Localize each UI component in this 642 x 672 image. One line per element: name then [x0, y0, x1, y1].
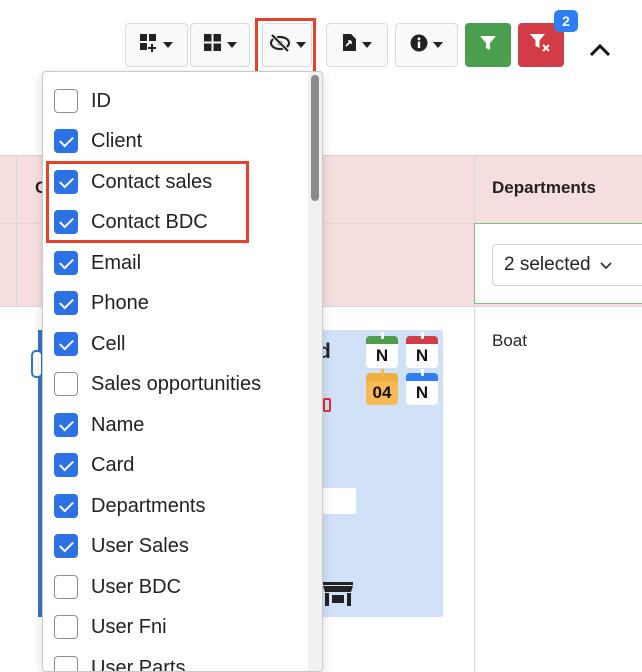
caret-down-icon — [295, 42, 306, 48]
departments-filter-select[interactable]: 2 selected — [492, 244, 642, 286]
column-option-user-parts[interactable]: User Parts — [54, 649, 309, 672]
view-select-button[interactable] — [190, 23, 250, 67]
calendar-icon[interactable]: N — [406, 369, 438, 405]
caret-down-icon — [163, 42, 173, 48]
calendar-label: N — [415, 346, 429, 365]
column-option-card[interactable]: Card — [54, 446, 309, 484]
column-divider — [474, 155, 475, 223]
info-circle-icon — [410, 34, 428, 57]
column-option-contact-sales[interactable]: Contact sales — [54, 163, 309, 201]
calendar-icon[interactable]: 04 — [366, 369, 398, 405]
departments-filter-value: 2 selected — [504, 254, 591, 275]
column-option-label: User BDC — [91, 575, 182, 598]
column-option-name[interactable]: Name — [54, 406, 309, 444]
column-divider — [16, 155, 17, 307]
column-option-user-fni[interactable]: User Fni — [54, 608, 309, 646]
chevron-down-icon — [599, 257, 612, 273]
caret-down-icon — [433, 42, 443, 48]
filter-button[interactable] — [465, 23, 511, 67]
checkbox[interactable] — [54, 251, 78, 275]
menu-scrollbar-thumb[interactable] — [311, 75, 319, 201]
column-option-email[interactable]: Email — [54, 244, 309, 282]
column-option-label: User Fni — [91, 615, 167, 638]
checkbox[interactable] — [54, 89, 78, 113]
column-option-contact-bdc[interactable]: Contact BDC — [54, 203, 309, 241]
filter-icon — [480, 35, 496, 56]
column-option-label: Email — [91, 251, 142, 274]
column-option-label: Contact BDC — [91, 210, 208, 233]
checkbox[interactable] — [54, 413, 78, 437]
file-export-icon — [342, 33, 357, 57]
add-view-button[interactable] — [125, 23, 188, 67]
checkbox[interactable] — [54, 494, 78, 518]
column-option-label: Phone — [91, 291, 149, 314]
column-divider — [474, 307, 475, 672]
checkbox[interactable] — [54, 615, 78, 639]
column-header-departments[interactable]: Departments — [492, 178, 596, 197]
column-option-id[interactable]: ID — [54, 82, 309, 120]
column-option-phone[interactable]: Phone — [54, 284, 309, 322]
active-filter-count-badge: 2 — [554, 10, 578, 32]
collapse-toolbar-button[interactable] — [588, 38, 612, 62]
grid-add-icon — [140, 33, 158, 57]
column-option-label: ID — [91, 89, 111, 112]
calendar-label: N — [375, 346, 389, 365]
column-option-label: Contact sales — [91, 170, 213, 193]
checkbox[interactable] — [54, 575, 78, 599]
chevron-up-icon — [588, 43, 612, 66]
eye-slash-icon — [269, 33, 291, 57]
checkbox[interactable] — [54, 210, 78, 234]
phone-icon — [323, 398, 331, 412]
column-option-client[interactable]: Client — [54, 122, 309, 160]
column-option-departments[interactable]: Departments — [54, 487, 309, 525]
checkbox[interactable] — [54, 332, 78, 356]
column-option-label: User Sales — [91, 534, 189, 557]
department-cell: Boat — [492, 331, 527, 350]
calendar-icon[interactable]: N — [366, 332, 398, 368]
row-accent-bar — [38, 330, 44, 617]
info-button[interactable] — [395, 23, 458, 67]
caret-down-icon — [362, 42, 372, 48]
calendar-label: 04 — [372, 383, 392, 402]
checkbox[interactable] — [54, 291, 78, 315]
checkbox[interactable] — [54, 656, 78, 671]
checkbox[interactable] — [54, 534, 78, 558]
filter-clear-icon — [530, 33, 552, 58]
column-option-user-sales[interactable]: User Sales — [54, 527, 309, 565]
grid-icon — [203, 33, 222, 57]
menu-scrollbar[interactable] — [308, 72, 322, 671]
column-option-label: User Parts — [91, 656, 186, 672]
column-visibility-menu: ID Client Contact sales Contact BDC Emai… — [42, 71, 323, 672]
calendar-label: N — [415, 383, 429, 402]
clear-filters-button[interactable] — [518, 23, 564, 67]
column-option-sales-opportunities[interactable]: Sales opportunities — [54, 365, 309, 403]
checkbox[interactable] — [54, 129, 78, 153]
column-option-label: Name — [91, 413, 145, 436]
checkbox[interactable] — [54, 372, 78, 396]
checkbox[interactable] — [54, 170, 78, 194]
column-option-label: Departments — [91, 494, 206, 517]
column-option-cell[interactable]: Cell — [54, 325, 309, 363]
column-option-label: Client — [91, 129, 143, 152]
checkbox[interactable] — [54, 453, 78, 477]
calendar-icon[interactable]: N — [406, 332, 438, 368]
caret-down-icon — [226, 42, 237, 48]
column-option-label: Cell — [91, 332, 126, 355]
column-visibility-button[interactable] — [262, 23, 312, 67]
column-option-user-bdc[interactable]: User BDC — [54, 568, 309, 606]
store-icon — [323, 582, 353, 611]
column-option-label: Sales opportunities — [91, 372, 262, 395]
export-button[interactable] — [326, 23, 388, 67]
column-option-label: Card — [91, 453, 135, 476]
